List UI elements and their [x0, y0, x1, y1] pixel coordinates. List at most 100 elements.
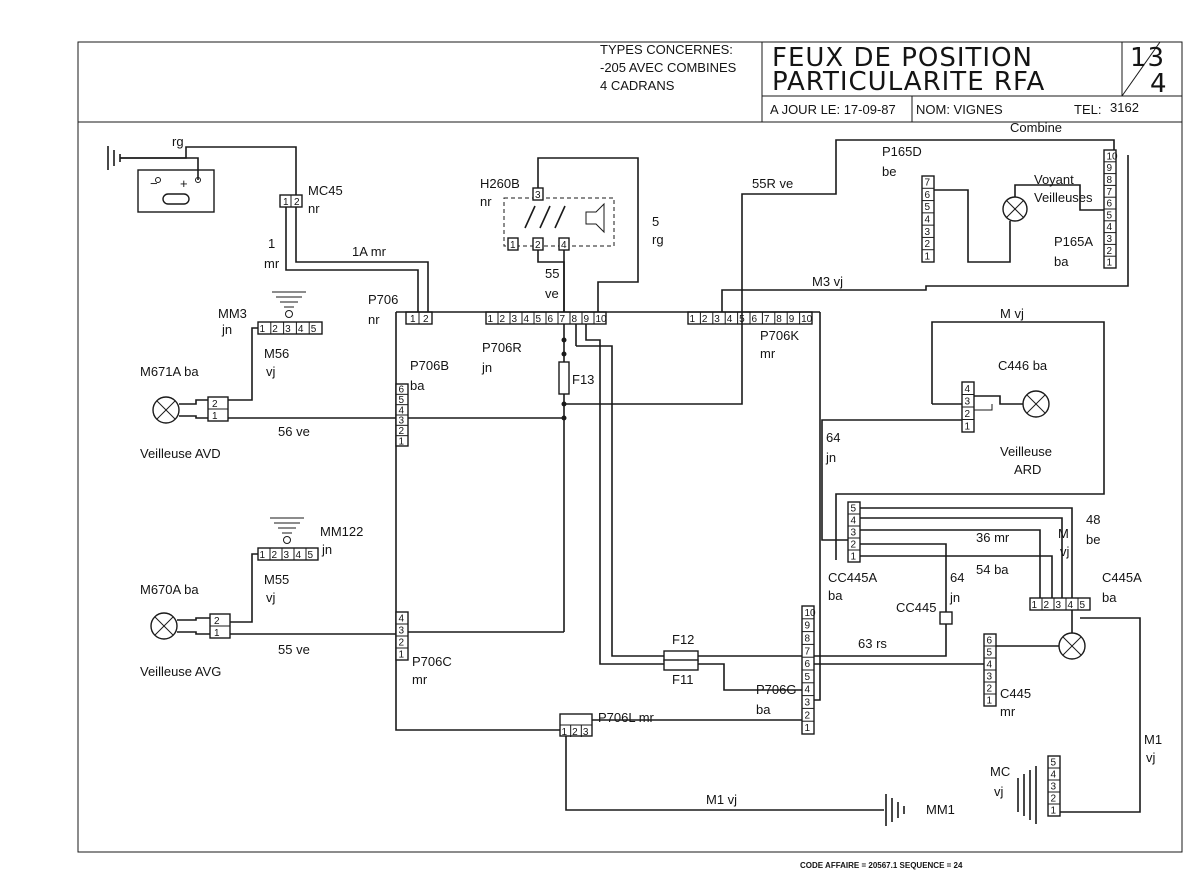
wire-64b-color: jn — [949, 590, 960, 605]
svg-text:4: 4 — [561, 240, 567, 251]
wire-m-label: M — [1058, 526, 1069, 541]
p706b-pins-pin: 5 — [399, 395, 405, 406]
wire-1-label: 1 — [268, 236, 275, 251]
p706b-pins-pin: 6 — [399, 385, 405, 396]
footer-code: CODE AFFAIRE = 20567.1 SEQUENCE = 24 — [800, 861, 963, 870]
p706g-pins-pin: 10 — [805, 608, 817, 619]
mm1-label: MM1 — [926, 802, 955, 817]
p706k-pins-pin: 1 — [690, 314, 696, 325]
cc445a-label: CC445A — [828, 570, 877, 585]
p706r-pins-pin: 3 — [512, 314, 518, 325]
c445-pins-pin: 5 — [987, 648, 993, 659]
sheet-count: 4 — [1150, 69, 1168, 99]
p706r-pins-pin: 8 — [572, 314, 578, 325]
mm3-pins-pin: 2 — [272, 324, 278, 335]
p706b-label: P706B — [410, 358, 449, 373]
p706l-label: P706L mr — [598, 710, 655, 725]
wire-1-color: mr — [264, 256, 280, 271]
p165a-pins-pin: 2 — [1107, 246, 1113, 257]
diagram-title-line-2: PARTICULARITE RFA — [772, 67, 1045, 97]
cc445-connector: CC445 — [896, 600, 953, 625]
sheet-number: 13 — [1130, 43, 1165, 73]
svg-text:2: 2 — [212, 399, 218, 410]
m670a-label: M670A ba — [140, 582, 199, 597]
f11-label: F11 — [672, 672, 693, 687]
svg-text:1: 1 — [214, 628, 220, 639]
f12-f11-fuses: F12 F11 — [663, 632, 699, 687]
m1-color: vj — [1146, 750, 1156, 765]
cc445a-color: ba — [828, 588, 843, 603]
wire-55-label: 55 — [545, 266, 559, 281]
mc-label: MC — [990, 764, 1010, 779]
combine-label: Combine — [1010, 120, 1062, 135]
voyant-label-1: Voyant — [1034, 172, 1074, 187]
p706-connector: P706 nr 1 2 — [368, 292, 433, 327]
mm122-pins-pin: 2 — [272, 550, 278, 561]
c445a-pins-pin: 3 — [1056, 600, 1062, 611]
wire-m3vj-label: M3 vj — [812, 274, 843, 289]
p706g-pins-pin: 9 — [805, 621, 811, 632]
p706k-pins-pin: 8 — [776, 314, 782, 325]
p706g-pins-pin: 8 — [805, 634, 811, 645]
wire-64b-label: 64 — [950, 570, 964, 585]
p706c-pins-pin: 4 — [399, 614, 405, 625]
mc-pins-pin: 1 — [1051, 806, 1057, 817]
h260b-label: H260B — [480, 176, 520, 191]
svg-text:1: 1 — [410, 314, 416, 325]
wire-56-label: 56 ve — [278, 424, 310, 439]
m56-label: M56 — [264, 346, 289, 361]
veilleuse-avg-label: Veilleuse AVG — [140, 664, 221, 679]
types-line-1: TYPES CONCERNES: — [600, 42, 733, 57]
p706g-pins-pin: 6 — [805, 659, 811, 670]
wire-64-color: jn — [825, 450, 836, 465]
p165a-pins-pin: 6 — [1107, 199, 1113, 210]
p706k-pins-pin: 7 — [764, 314, 770, 325]
c445-color: mr — [1000, 704, 1016, 719]
mc-pins-pin: 4 — [1051, 770, 1057, 781]
c446-pins-pin: 3 — [965, 396, 971, 407]
p706l-pins-pin: 3 — [583, 727, 589, 738]
tel-value: 3162 — [1110, 100, 1139, 115]
wire-64-label: 64 — [826, 430, 840, 445]
mm3-pins-pin: 1 — [260, 324, 266, 335]
p706b-pins-pin: 2 — [399, 426, 405, 437]
p706r-pins-pin: 1 — [488, 314, 494, 325]
svg-text:2: 2 — [535, 240, 541, 251]
wire-36-label: 36 mr — [976, 530, 1010, 545]
p165d-label: P165D — [882, 144, 922, 159]
veilleuse-avg-lamp: M670A ba 2 1 Veilleuse AVG — [140, 582, 231, 679]
p165d-pins-pin: 5 — [925, 202, 931, 213]
veilleuse-avd-label: Veilleuse AVD — [140, 446, 221, 461]
c445a-color: ba — [1102, 590, 1117, 605]
wire-rg-label: rg — [172, 134, 184, 149]
p706k-pins-pin: 4 — [727, 314, 733, 325]
mm122-pins-pin: 3 — [284, 550, 290, 561]
m55-color: vj — [266, 590, 276, 605]
wire-48-label: 48 — [1086, 512, 1100, 527]
mm3-pins-pin: 4 — [298, 324, 304, 335]
p706r-label: P706R — [482, 340, 522, 355]
p165a-label: P165A — [1054, 234, 1093, 249]
mm122-color: jn — [321, 542, 332, 557]
cc445a-pins-pin: 5 — [851, 504, 857, 515]
svg-text:3: 3 — [535, 190, 541, 201]
wire-5-label: 5 — [652, 214, 659, 229]
wire-55r-label: 55R ve — [752, 176, 793, 191]
p706g-color: ba — [756, 702, 771, 717]
c445-pins-pin: 2 — [987, 684, 993, 695]
wire-m1vj-label: M1 vj — [706, 792, 737, 807]
p706c-pins-pin: 3 — [399, 626, 405, 637]
p706l-pins-pin: 1 — [562, 727, 568, 738]
p165a-pins-pin: 7 — [1107, 187, 1113, 198]
voyant-label-2: Veilleuses — [1034, 190, 1093, 205]
date-label: A JOUR LE: 17-09-87 — [770, 102, 896, 117]
name-label: NOM: VIGNES — [916, 102, 1003, 117]
c446-pins-pin: 2 — [965, 409, 971, 420]
wire-1a-label: 1A mr — [352, 244, 387, 259]
